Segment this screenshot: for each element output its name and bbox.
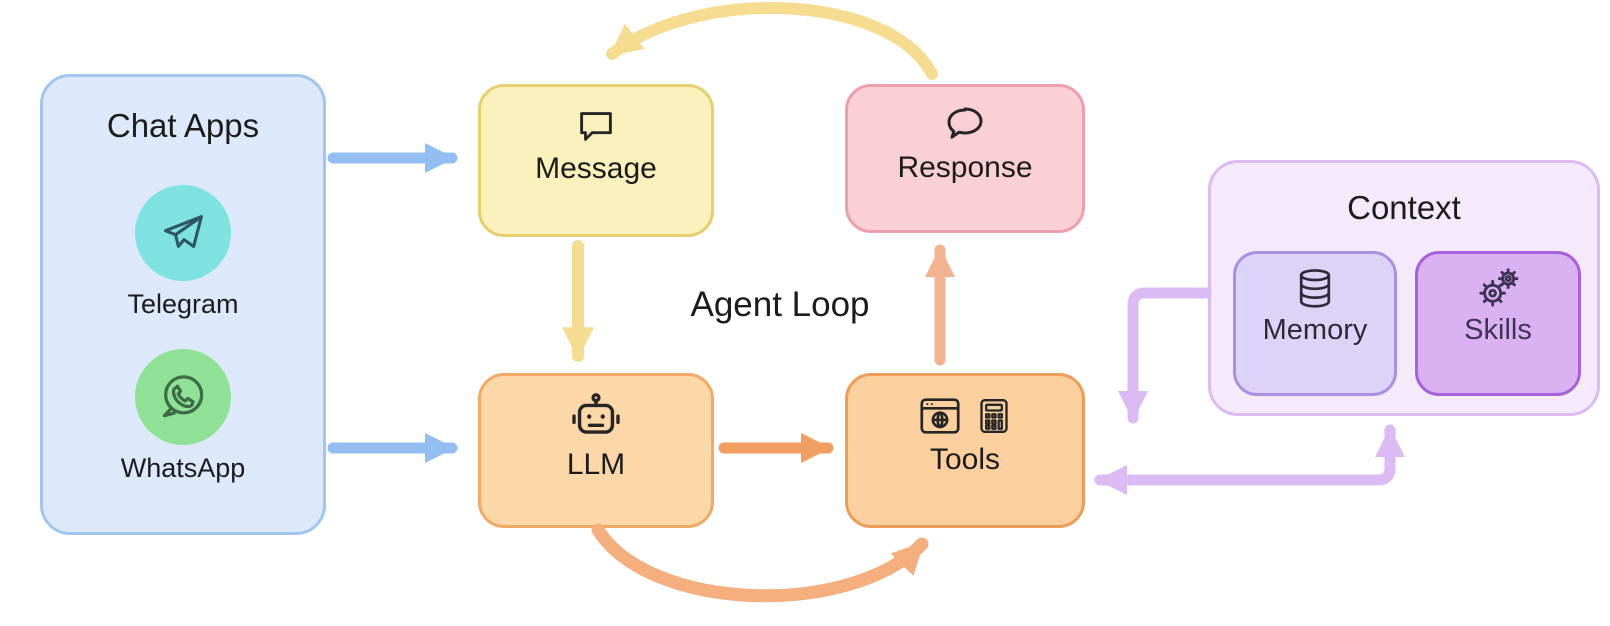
tools-label: Tools [929,443,1001,476]
node-context: Context Memory [1208,160,1600,416]
arrow-tools-context-elbow [1094,424,1405,495]
node-response: Response [845,84,1085,233]
skills-label: Skills [1464,314,1532,346]
memory-label: Memory [1262,314,1368,346]
response-bubble-icon [941,100,989,148]
chat-apps-title: Chat Apps [106,107,260,144]
agent-loop-title: Agent Loop [690,285,870,324]
arrow-response-to-message-curve [606,2,938,80]
node-memory: Memory [1233,251,1397,396]
telegram-label: Telegram [127,289,239,319]
calculator-icon [974,393,1014,439]
whatsapp-label: WhatsApp [120,453,246,483]
arrow-context-to-tools-elbow [1118,287,1212,424]
node-message: Message [478,84,714,237]
gears-icon [1475,266,1521,312]
message-bubble-icon [573,103,619,149]
context-title: Context [1347,189,1461,226]
response-label: Response [897,151,1033,184]
browser-globe-icon [916,393,964,439]
llm-label: LLM [566,448,626,481]
node-tools: Tools [845,373,1085,528]
database-icon [1292,266,1338,312]
telegram-icon [135,185,231,281]
node-llm: LLM [478,373,714,528]
arrow-llm-to-tools-curve [591,523,929,603]
node-skills: Skills [1415,251,1581,396]
robot-icon [567,390,625,448]
message-label: Message [535,152,657,185]
whatsapp-icon [135,349,231,445]
node-chat-apps: Chat Apps Telegram WhatsApp [40,74,326,535]
tools-icons [916,393,1014,439]
